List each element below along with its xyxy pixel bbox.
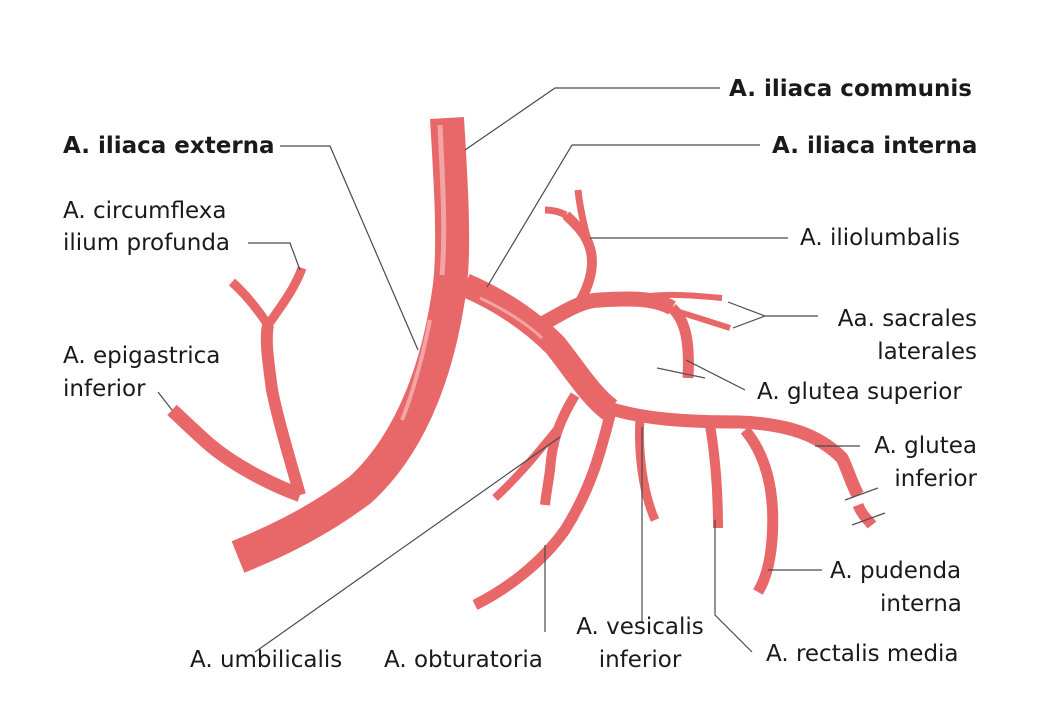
label-glutea-superior: A. glutea superior [757,379,962,405]
label-vesicalis-line1: A. vesicalis [576,614,704,640]
artery-obturatoria [472,413,616,610]
arteries [167,117,877,610]
label-umbilicalis: A. umbilicalis [190,647,343,673]
label-glutea-inferior-line1: A. glutea [874,433,977,459]
leader-lines [157,87,860,653]
label-circumflexa-line1: A. circumflexa [63,198,227,224]
artery-iliaca-communis-highlight [437,124,447,276]
label-iliaca-communis: A. iliaca communis [729,76,972,102]
artery-umbilicalis [540,392,580,506]
artery-sacralis-lateralis-1 [624,291,723,303]
artery-iliaca-externa-highlight [400,319,432,421]
artery-iliaca-interna-highlight [479,296,544,340]
label-sacrales-line2: laterales [877,339,977,365]
artery-glutea-superior [668,303,694,379]
artery-glutea-inferior [852,502,877,529]
artery-rectalis-media [705,424,723,529]
artery-circumflexa-ilium-profunda [264,266,307,328]
label-epigastrica-line1: A. epigastrica [63,343,221,369]
artery-iliolumbalis-branch [574,189,594,249]
artery-anterior-trunk [597,398,864,499]
label-rectalis-media: A. rectalis media [766,641,959,667]
artery-pudenda-interna [740,426,779,595]
label-sacrales-line1: Aa. sacrales [837,306,977,332]
label-pudenda-line1: A. pudenda [830,558,962,584]
artery-circumflexa-branch [228,278,272,328]
artery-umbilicalis-branch [492,425,562,501]
cut-markers [656,367,886,526]
label-vesicalis-line2: inferior [598,647,682,673]
label-epigastrica-line2: inferior [63,376,146,402]
artery-epigastrica-inferior [167,404,303,502]
artery-epigastrica-branch [260,323,306,497]
label-iliaca-externa: A. iliaca externa [63,133,275,159]
label-circumflexa-line2: ilium profunda [63,230,231,256]
artery-iliaca-interna [460,273,618,420]
label-iliolumbalis: A. iliolumbalis [800,225,961,251]
artery-iliaca-externa [231,117,470,573]
artery-sacralis-lateralis-2 [649,300,731,331]
artery-iliolumbalis-tip [544,206,568,219]
label-glutea-inferior-line2: inferior [894,466,977,492]
label-obturatoria: A. obturatoria [384,647,543,673]
label-iliaca-interna: A. iliaca interna [772,133,978,159]
label-pudenda-line2: interna [880,591,962,617]
